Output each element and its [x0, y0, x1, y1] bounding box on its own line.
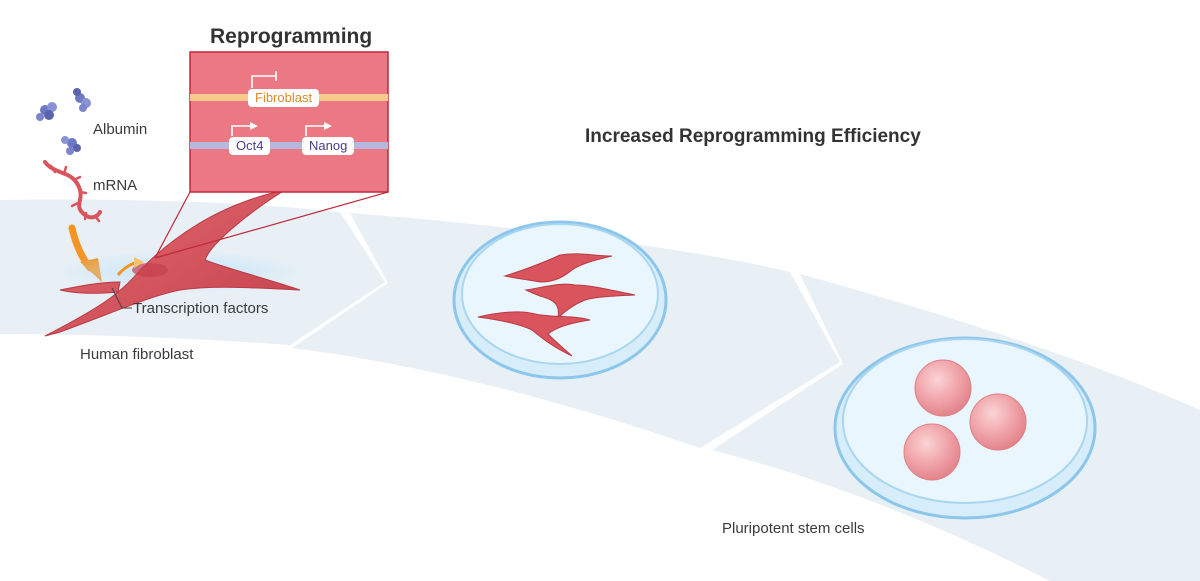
human-fibroblast-label: Human fibroblast	[80, 346, 194, 363]
stem-cell-colony	[914, 359, 972, 417]
transcription-factors-leader	[111, 287, 132, 309]
mrna-strand	[43, 160, 102, 223]
pluripotency-gene-line	[190, 142, 388, 149]
reprogramming-inset	[189, 51, 389, 193]
oct4-gene-label: Oct4	[229, 137, 271, 155]
stem-cell-colony	[903, 423, 961, 481]
nanog-promoter-arrow-icon	[305, 125, 326, 136]
albumin-icon	[36, 102, 57, 121]
human-fibroblast-cell	[44, 189, 310, 337]
stem-cell-colony	[969, 393, 1027, 451]
albumin-icon	[73, 88, 91, 112]
transcription-factors-label: Transcription factors	[133, 300, 269, 317]
reprogramming-title: Reprogramming	[210, 25, 373, 48]
fibroblast-gene-label: Fibroblast	[248, 89, 320, 107]
inset-callout-line	[154, 191, 389, 259]
fibroblast-cell	[503, 253, 613, 283]
oct4-promoter-arrow-icon	[231, 125, 252, 136]
fibroblast-promoter-blocked-icon	[251, 71, 277, 88]
inset-callout-line	[154, 191, 191, 259]
fibroblast-cell	[524, 283, 636, 320]
transcription-factor-arrowhead	[134, 257, 144, 268]
albumin-molecules	[36, 88, 91, 155]
pluripotent-stem-cells-label: Pluripotent stem cells	[722, 520, 865, 537]
efficiency-title: Increased Reprogramming Efficiency	[585, 126, 921, 147]
fibroblast-cell	[477, 311, 591, 357]
mrna-label: mRNA	[93, 177, 138, 194]
petri-dish-fibroblasts	[448, 218, 672, 388]
albumin-icon	[61, 136, 81, 155]
petri-dish-stem-cells	[827, 335, 1103, 525]
albumin-label: Albumin	[93, 121, 148, 138]
nanog-gene-label: Nanog	[302, 137, 355, 155]
